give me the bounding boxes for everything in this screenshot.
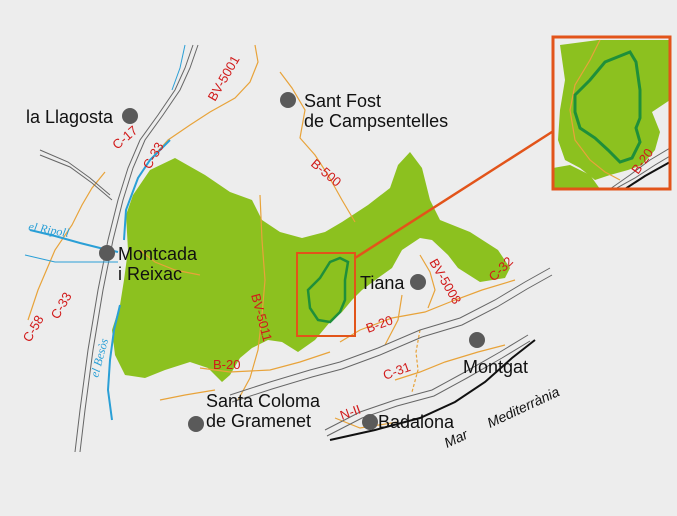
river-label-ripoll: el Ripoll xyxy=(27,219,70,240)
label-montgat: Montgat xyxy=(463,357,528,377)
label-badalona: Badalona xyxy=(378,412,455,432)
local-roads xyxy=(27,44,516,429)
label-santa-coloma-1: Santa Coloma xyxy=(206,391,321,411)
park-area xyxy=(112,152,510,382)
label-tiana: Tiana xyxy=(360,273,405,293)
marker-sant-fost xyxy=(280,92,296,108)
label-la-llagosta: la Llagosta xyxy=(26,107,114,127)
marker-montgat xyxy=(469,332,485,348)
marker-santa-coloma xyxy=(188,416,204,432)
sea-label-mediterrania: Mediterrània xyxy=(485,383,562,430)
label-sant-fost-1: Sant Fost xyxy=(304,91,381,111)
label-montcada-1: Montcada xyxy=(118,244,198,264)
zoom-pointer xyxy=(354,128,556,260)
rivers-secondary xyxy=(24,44,186,263)
road-label-c58: C-58 xyxy=(20,313,47,345)
road-label-b20-south: B-20 xyxy=(213,357,240,372)
label-santa-coloma-2: de Gramenet xyxy=(206,411,311,431)
road-label-n2: N-II xyxy=(338,402,363,423)
label-sant-fost-2: de Campsentelles xyxy=(304,111,448,131)
inset-map xyxy=(551,35,672,191)
zoom-frame xyxy=(296,252,356,337)
road-label-b20-center: B-20 xyxy=(364,312,395,335)
marker-badalona xyxy=(362,414,378,430)
river-label-besos: el Besòs xyxy=(87,337,111,379)
road-label-c17: C-17 xyxy=(109,123,140,153)
town-markers xyxy=(99,92,485,432)
highways xyxy=(39,44,553,453)
marker-tiana xyxy=(410,274,426,290)
road-label-c33-west: C-33 xyxy=(48,290,75,322)
protected-area xyxy=(306,256,350,324)
marker-montcada xyxy=(99,245,115,261)
label-montcada-2: i Reixac xyxy=(118,264,182,284)
coastline xyxy=(329,339,536,441)
marker-la-llagosta xyxy=(122,108,138,124)
road-label-b500: B-500 xyxy=(308,156,344,190)
